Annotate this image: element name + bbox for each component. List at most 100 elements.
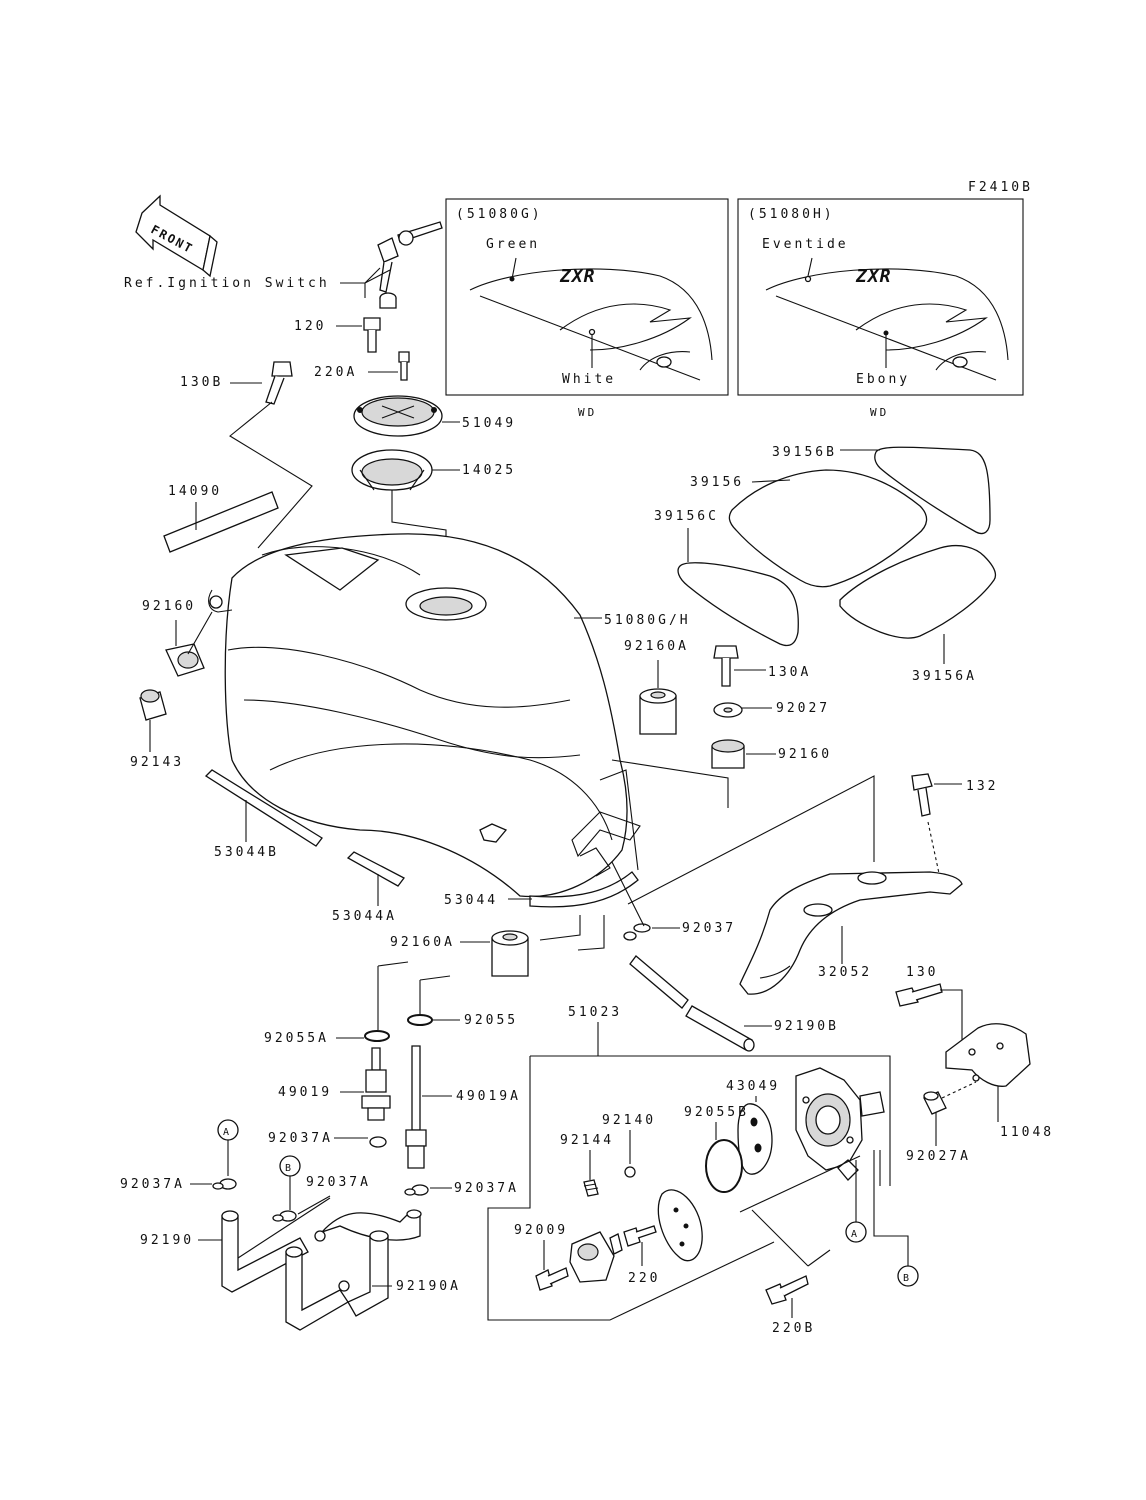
part-14025-cap-ring xyxy=(351,449,433,491)
part-92143-label: 92143 xyxy=(130,755,184,770)
part-120-plug xyxy=(363,292,397,353)
variant-h-logo: ZXR xyxy=(855,266,892,287)
part-92027-label: 92027 xyxy=(776,701,830,716)
front-arrow-icon: FRONT xyxy=(135,194,218,278)
part-49019-label: 49019 xyxy=(278,1085,332,1100)
part-92037a-clamps xyxy=(212,1136,429,1222)
part-92144-label: 92144 xyxy=(560,1133,614,1148)
marker-b-right: B xyxy=(897,1265,919,1287)
part-92144-spring xyxy=(583,1179,599,1197)
part-130b-label: 130B xyxy=(180,375,223,390)
part-14090-label: 14090 xyxy=(168,484,222,499)
part-53044b-label: 53044B xyxy=(214,845,279,860)
part-43049-gasket xyxy=(737,1103,773,1175)
part-39156-label: 39156 xyxy=(690,475,744,490)
part-32052-label: 32052 xyxy=(818,965,872,980)
part-92190-label: 92190 xyxy=(140,1233,194,1248)
variant-g-code: (51080G) xyxy=(456,207,543,222)
fuel-cock-assembly-outline xyxy=(487,1055,891,1321)
part-92037a-label-2: 92037A xyxy=(120,1177,185,1192)
part-92190b-hose xyxy=(629,955,755,1052)
part-92140-label: 92140 xyxy=(602,1113,656,1128)
variant-h-upper-color: Eventide xyxy=(762,237,849,252)
part-92055-o-ring xyxy=(407,1014,433,1026)
part-92037a-label-3: 92037A xyxy=(306,1175,371,1190)
part-92140-ball xyxy=(624,1166,636,1178)
part-49019a-label: 49019A xyxy=(456,1089,521,1104)
variant-g-upper-color: Green xyxy=(486,237,540,252)
part-92009-label: 92009 xyxy=(514,1223,568,1238)
part-130-bolt xyxy=(895,983,943,1007)
part-92160-left-damper xyxy=(165,643,205,677)
part-39156c-pad xyxy=(677,562,799,647)
part-92190a-label: 92190A xyxy=(396,1279,461,1294)
part-92055b-label: 92055B xyxy=(684,1105,749,1120)
marker-b-left: B xyxy=(279,1155,301,1177)
part-49019a-fitting xyxy=(405,1045,427,1169)
part-51080gh-label: 51080G/H xyxy=(604,613,691,628)
part-39156b-pad xyxy=(874,446,991,535)
part-51023-label: 51023 xyxy=(568,1005,622,1020)
part-130a-label: 130A xyxy=(768,665,811,680)
part-92055a-label: 92055A xyxy=(264,1031,329,1046)
figure-code: F2410B xyxy=(968,180,1033,195)
part-51049-label: 51049 xyxy=(462,416,516,431)
part-130a-bolt xyxy=(713,645,739,687)
part-92160a-right-label: 92160A xyxy=(624,639,689,654)
part-39156c-label: 39156C xyxy=(654,509,719,524)
marker-a-left: A xyxy=(217,1119,239,1141)
svg-text:A: A xyxy=(851,1229,857,1240)
svg-text:B: B xyxy=(903,1273,909,1284)
part-39156a-label: 39156A xyxy=(912,669,977,684)
part-92190b-label: 92190B xyxy=(774,1019,839,1034)
part-130-label: 130 xyxy=(906,965,938,980)
part-132-bolt xyxy=(911,773,933,817)
part-92037a-label-1: 92037A xyxy=(268,1131,333,1146)
part-92027a-label: 92027A xyxy=(906,1149,971,1164)
part-11048-label: 11048 xyxy=(1000,1125,1054,1140)
marker-a-right: A xyxy=(845,1221,867,1243)
part-220a-screw xyxy=(398,351,410,381)
svg-text:A: A xyxy=(223,1127,229,1138)
part-92190a-hose xyxy=(285,1230,389,1331)
part-92160-right-damper xyxy=(711,739,745,769)
part-32052-bracket xyxy=(739,871,963,995)
variant-panel-51080h: (51080H) Eventide Ebony ZXR xyxy=(737,198,1024,396)
part-220-label: 220 xyxy=(628,1271,660,1286)
part-53044a-label: 53044A xyxy=(332,909,397,924)
part-fuel-cock-body xyxy=(795,1067,885,1181)
variant-g-lower-color: White xyxy=(562,372,616,387)
part-92055b-o-ring xyxy=(705,1139,743,1193)
part-92160-left-label: 92160 xyxy=(142,599,196,614)
part-53044b-strip xyxy=(204,769,323,847)
part-39156-pad xyxy=(728,469,928,588)
part-220b-screw xyxy=(765,1275,809,1305)
part-92037-label: 92037 xyxy=(682,921,736,936)
part-92143-grommet xyxy=(139,689,167,721)
part-39156b-label: 39156B xyxy=(772,445,837,460)
part-130b-bolt xyxy=(265,361,293,405)
part-valve-plate xyxy=(657,1189,703,1262)
part-92027-collar xyxy=(713,702,743,718)
part-lever-knob xyxy=(569,1231,623,1283)
part-92055-label: 92055 xyxy=(464,1013,518,1028)
variant-g-logo: ZXR xyxy=(559,266,596,287)
part-132-label: 132 xyxy=(966,779,998,794)
fuel-tank-body xyxy=(208,533,628,898)
part-92190-hose xyxy=(221,1209,422,1293)
part-120-label: 120 xyxy=(294,319,326,334)
svg-text:B: B xyxy=(285,1163,291,1174)
variant-h-code: (51080H) xyxy=(748,207,835,222)
part-220b-label: 220B xyxy=(772,1321,815,1336)
variant-h-lower-color: Ebony xyxy=(856,372,910,387)
part-43049-label: 43049 xyxy=(726,1079,780,1094)
part-11048-plate xyxy=(945,1023,1031,1087)
part-92160a-bottom-label: 92160A xyxy=(390,935,455,950)
part-92160a-right-damper xyxy=(639,688,677,735)
part-92037a-label-4: 92037A xyxy=(454,1181,519,1196)
part-53044-strip xyxy=(529,871,639,908)
part-53044-label: 53044 xyxy=(444,893,498,908)
variant-panel-51080g: (51080G) Green White ZXR xyxy=(445,198,729,396)
part-51049-fuel-cap xyxy=(353,395,443,437)
